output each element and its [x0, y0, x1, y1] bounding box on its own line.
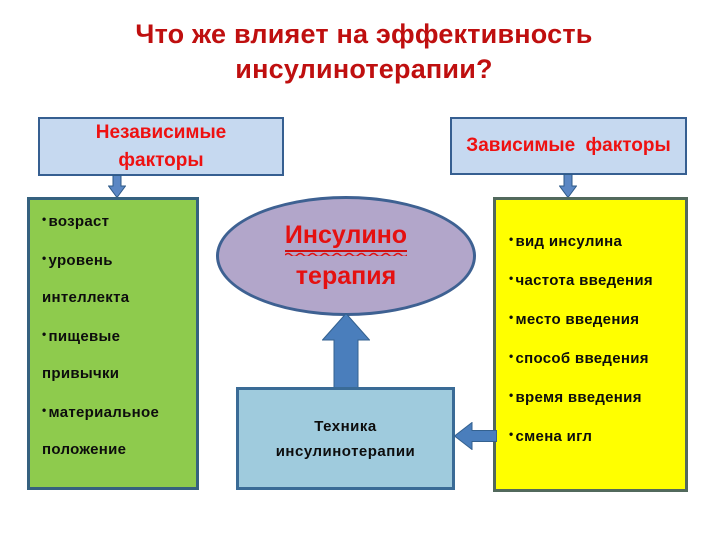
- left-arrow-icon: [454, 422, 497, 450]
- independent-factors-header-line-2: факторы: [118, 149, 204, 171]
- bullet-icon: •: [42, 403, 47, 417]
- independent-factors-header-box: Независимые факторы: [38, 117, 284, 176]
- down-arrow-icon: [108, 175, 126, 198]
- technique-line-2: инсулинотерапии: [275, 442, 416, 460]
- dependent-factors-header-label: Зависимые факторы: [466, 135, 671, 156]
- list-item: •время введения: [509, 388, 642, 406]
- bullet-icon: •: [509, 232, 514, 246]
- list-item: •способ введения: [509, 349, 649, 367]
- list-item: •возраст: [42, 212, 110, 230]
- bullet-icon: •: [509, 271, 514, 285]
- dependent-factors-box: •вид инсулина •частота введения •место вве…: [493, 197, 688, 492]
- up-arrow-icon: [322, 313, 370, 390]
- slide-title-line-2: инсулинотерапии?: [235, 54, 493, 84]
- ellipse-line-2: терапия: [295, 262, 397, 290]
- bullet-icon: •: [509, 388, 514, 402]
- slide-title-line-1: Что же влияет на эффективность: [135, 19, 593, 49]
- insulin-therapy-ellipse: Инсулино терапия: [216, 196, 476, 316]
- bullet-icon: •: [42, 251, 47, 265]
- ellipse-word-1: Инсулино: [284, 221, 408, 249]
- independent-factors-header-line-1: Независимые: [95, 121, 227, 143]
- down-arrow-icon: [559, 174, 577, 198]
- spellcheck-wavy-underline-icon: [284, 252, 408, 256]
- list-item: •смена игл: [509, 427, 593, 445]
- bullet-icon: •: [509, 310, 514, 324]
- technique-box: Техника инсулинотерапии: [236, 387, 455, 490]
- bullet-icon: •: [509, 427, 514, 441]
- list-item: •вид инсулина: [509, 232, 623, 250]
- bullet-icon: •: [509, 349, 514, 363]
- dependent-factors-header-box: Зависимые факторы: [450, 117, 687, 175]
- technique-line-1: Техника: [314, 417, 377, 435]
- slide-title: Что же влияет на эффективность инсулинот…: [0, 17, 728, 87]
- list-item: •место введения: [509, 310, 640, 328]
- underlined-word: Инсулино: [284, 220, 408, 256]
- list-item: •частота введения: [509, 271, 653, 289]
- ellipse-line-1: Инсулино: [284, 215, 408, 256]
- bullet-icon: •: [42, 212, 47, 226]
- bullet-icon: •: [42, 327, 47, 341]
